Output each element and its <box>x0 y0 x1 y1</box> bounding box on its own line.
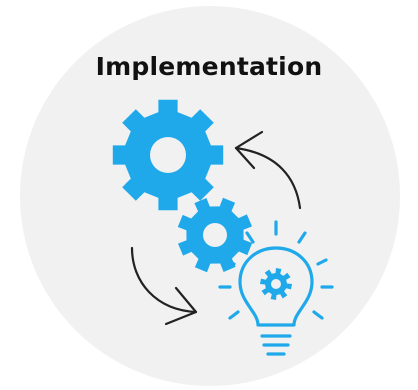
curved-arrow-icon <box>234 130 302 210</box>
large-gear-icon <box>112 99 224 211</box>
gear-hole <box>150 137 186 173</box>
background-circle <box>20 6 400 386</box>
curved-arrow-icon <box>130 246 198 326</box>
bulb-gear-icon <box>260 268 292 300</box>
title: Implementation <box>95 52 323 81</box>
light-bulb-icon <box>218 220 334 356</box>
gear-hole <box>203 223 227 247</box>
small-gear-icon <box>177 197 253 273</box>
gear-hole <box>271 279 281 289</box>
